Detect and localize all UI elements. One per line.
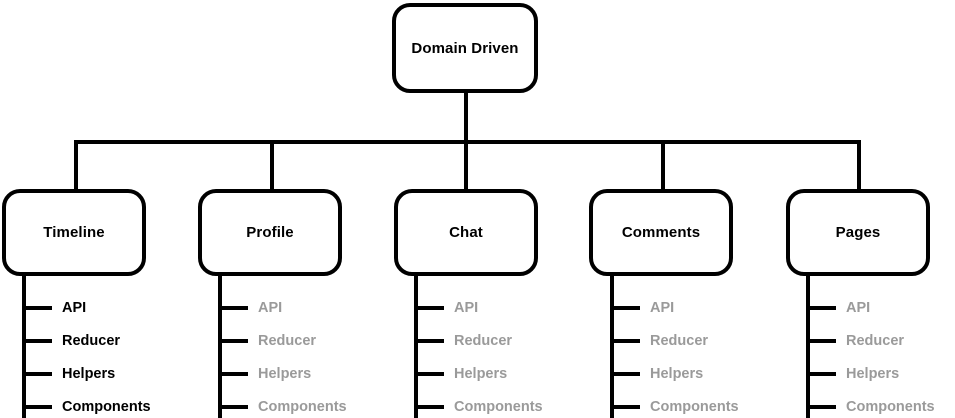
connector-drop-comments — [661, 140, 665, 190]
child-label: API — [62, 299, 87, 316]
child-item-reducer[interactable]: Reducer — [806, 330, 904, 352]
branch-spine-pages — [806, 276, 810, 418]
child-label: API — [454, 299, 479, 316]
child-tick-icon — [22, 339, 52, 343]
branch-spine-profile — [218, 276, 222, 418]
child-tick-icon — [610, 405, 640, 409]
child-label: Helpers — [258, 365, 312, 382]
child-item-components[interactable]: Components — [414, 396, 543, 418]
child-label: Reducer — [650, 332, 709, 349]
child-label: Reducer — [62, 332, 121, 349]
child-label: API — [650, 299, 675, 316]
node-root-label: Domain Driven — [411, 39, 519, 57]
child-label: Helpers — [846, 365, 900, 382]
branch-spine-timeline — [22, 276, 26, 418]
branch-spine-comments — [610, 276, 614, 418]
child-tick-icon — [414, 372, 444, 376]
child-tick-icon — [806, 306, 836, 310]
child-item-components[interactable]: Components — [218, 396, 347, 418]
child-item-reducer[interactable]: Reducer — [414, 330, 512, 352]
child-tick-icon — [806, 372, 836, 376]
node-branch-chat-label: Chat — [449, 224, 483, 241]
child-label: API — [846, 299, 871, 316]
child-label: API — [258, 299, 283, 316]
child-tick-icon — [218, 339, 248, 343]
child-tick-icon — [806, 339, 836, 343]
node-branch-timeline-label: Timeline — [43, 224, 105, 241]
child-label: Reducer — [454, 332, 513, 349]
node-branch-profile[interactable]: Profile — [198, 189, 342, 276]
child-item-components[interactable]: Components — [806, 396, 935, 418]
child-label: Helpers — [454, 365, 508, 382]
child-label: Helpers — [62, 365, 116, 382]
child-item-api[interactable]: API — [22, 297, 86, 319]
child-item-reducer[interactable]: Reducer — [22, 330, 120, 352]
child-tick-icon — [218, 372, 248, 376]
child-label: Components — [846, 398, 935, 415]
child-tick-icon — [610, 339, 640, 343]
child-label: Reducer — [258, 332, 317, 349]
child-item-api[interactable]: API — [218, 297, 282, 319]
node-branch-timeline[interactable]: Timeline — [2, 189, 146, 276]
child-item-helpers[interactable]: Helpers — [414, 363, 507, 385]
node-branch-comments-label: Comments — [621, 224, 701, 241]
child-item-components[interactable]: Components — [610, 396, 739, 418]
connector-drop-chat — [464, 140, 468, 190]
child-tick-icon — [414, 405, 444, 409]
child-tick-icon — [610, 372, 640, 376]
child-item-api[interactable]: API — [806, 297, 870, 319]
branch-spine-chat — [414, 276, 418, 418]
child-tick-icon — [22, 372, 52, 376]
child-item-components[interactable]: Components — [22, 396, 151, 418]
child-label: Components — [454, 398, 543, 415]
child-item-api[interactable]: API — [610, 297, 674, 319]
child-item-helpers[interactable]: Helpers — [218, 363, 311, 385]
node-branch-chat[interactable]: Chat — [394, 189, 538, 276]
node-branch-comments[interactable]: Comments — [589, 189, 733, 276]
child-label: Components — [650, 398, 739, 415]
child-tick-icon — [610, 306, 640, 310]
child-label: Components — [258, 398, 347, 415]
child-item-helpers[interactable]: Helpers — [806, 363, 899, 385]
child-item-api[interactable]: API — [414, 297, 478, 319]
node-branch-pages[interactable]: Pages — [786, 189, 930, 276]
child-tick-icon — [22, 306, 52, 310]
child-tick-icon — [218, 306, 248, 310]
child-item-helpers[interactable]: Helpers — [22, 363, 115, 385]
connector-drop-timeline — [74, 140, 78, 190]
child-label: Reducer — [846, 332, 905, 349]
child-label: Helpers — [650, 365, 704, 382]
connector-drop-pages — [857, 140, 861, 190]
child-tick-icon — [414, 339, 444, 343]
child-label: Components — [62, 398, 151, 415]
child-tick-icon — [414, 306, 444, 310]
node-root-domain-driven[interactable]: Domain Driven — [392, 3, 538, 93]
connector-drop-profile — [270, 140, 274, 190]
child-tick-icon — [22, 405, 52, 409]
child-item-helpers[interactable]: Helpers — [610, 363, 703, 385]
child-tick-icon — [218, 405, 248, 409]
child-tick-icon — [806, 405, 836, 409]
node-branch-pages-label: Pages — [835, 224, 881, 241]
child-item-reducer[interactable]: Reducer — [218, 330, 316, 352]
child-item-reducer[interactable]: Reducer — [610, 330, 708, 352]
node-branch-profile-label: Profile — [246, 224, 294, 241]
